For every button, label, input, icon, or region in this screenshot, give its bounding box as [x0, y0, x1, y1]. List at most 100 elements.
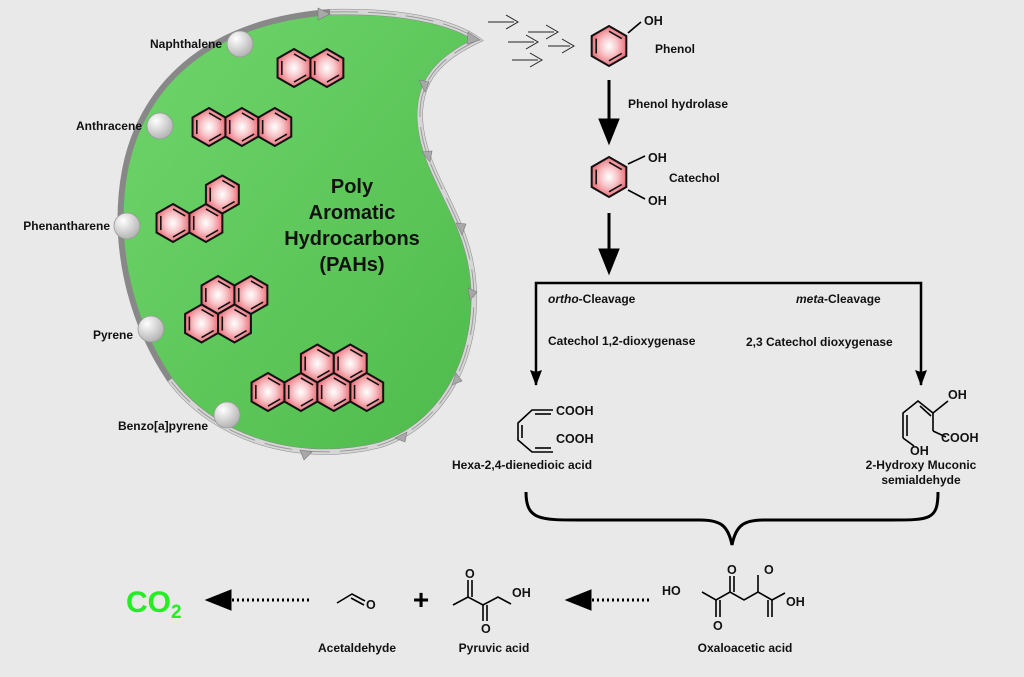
meta-cleavage-label: meta-Cleavage — [796, 292, 881, 306]
pyruvic-o-2: O — [481, 622, 491, 636]
label-benzo-a-pyrene: Benzo[a]pyrene — [118, 419, 208, 433]
knob-icon — [226, 30, 254, 58]
oxaloacetic-acid-structure — [701, 575, 786, 617]
membrane-arrow-icon — [394, 431, 408, 443]
double-bond — [205, 208, 219, 217]
oxaloacetic-o-3: O — [764, 563, 774, 577]
double-bond — [267, 398, 281, 407]
hydroxy-label-line-1: 2-Hydroxy Muconic — [866, 458, 977, 472]
double-bond — [217, 280, 231, 289]
oxaloacetic-oh: OH — [786, 595, 805, 609]
double-bond — [608, 52, 623, 62]
oxaloacetic-label: Oxaloacetic acid — [698, 641, 793, 655]
knob-icon — [146, 112, 174, 140]
double-bond — [201, 329, 215, 339]
arrow-ortho-icon — [530, 370, 542, 386]
export-arrows — [488, 14, 575, 68]
double-bond — [316, 348, 330, 358]
hexa-cooh-1: COOH — [556, 404, 594, 418]
pah-title-line-2: Aromatic — [309, 202, 396, 224]
membrane-knobs — [113, 30, 254, 429]
double-bond — [217, 301, 231, 310]
label-anthracene: Anthracene — [76, 119, 142, 133]
label-naphthalene: Naphthalene — [150, 37, 222, 51]
pyrene-molecule — [184, 274, 269, 344]
phenanthrene-molecule — [155, 174, 240, 244]
double-bond — [208, 133, 222, 142]
pah-molecules — [155, 47, 385, 413]
double-bond — [241, 112, 255, 121]
double-bond — [221, 200, 235, 210]
catechol-oh-1: OH — [648, 151, 667, 165]
double-bond — [250, 280, 264, 289]
phenol-label: Phenol — [655, 42, 695, 56]
double-bond — [349, 348, 363, 358]
hydroxy-muconic-structure — [902, 399, 949, 447]
knob-icon — [137, 315, 165, 343]
cleavage-branch — [534, 281, 923, 385]
double-bond — [250, 301, 264, 310]
hydroxy-oh-bottom: OH — [910, 444, 929, 458]
knob-icon — [213, 401, 241, 429]
double-bond — [608, 30, 623, 40]
double-bond — [234, 308, 248, 318]
double-bond — [366, 377, 380, 386]
membrane-arrow-icon — [466, 31, 481, 45]
membrane-arrow-icon — [299, 449, 313, 461]
double-bond — [205, 229, 219, 238]
membrane-arrow-icon — [467, 287, 478, 301]
label-pyrene: Pyrene — [93, 328, 133, 342]
double-bond — [333, 398, 347, 407]
acetaldehyde-label: Acetaldehyde — [318, 641, 396, 655]
naphthalene-molecule — [276, 47, 345, 89]
double-bond — [172, 208, 186, 217]
arrow-meta-icon — [915, 370, 927, 386]
double-bond — [234, 329, 248, 339]
catechol-oh-2: OH — [648, 194, 667, 208]
benzo-a-pyrene-molecule — [250, 343, 385, 413]
phenol-molecule — [590, 24, 628, 68]
double-bond — [293, 53, 307, 62]
phenol-hydrolase-label: Phenol hydrolase — [628, 97, 728, 111]
double-bond — [608, 183, 623, 193]
acetaldehyde-o: O — [366, 598, 376, 612]
pah-title-line-1: Poly — [331, 176, 374, 198]
anthracene-molecule — [191, 106, 293, 148]
catechol-label: Catechol — [669, 171, 720, 185]
ortho-enzyme-label: Catechol 1,2-dioxygenase — [548, 334, 696, 348]
hexa-cooh-2: COOH — [556, 432, 594, 446]
catechol-molecule — [590, 155, 628, 199]
pyruvic-oh: OH — [512, 586, 531, 600]
pah-title-line-3: Hydrocarbons — [284, 228, 420, 250]
label-phenantharene: Phenantharene — [23, 219, 110, 233]
double-bond — [326, 74, 340, 83]
pyruvic-acid-structure — [452, 580, 512, 621]
oxaloacetic-o-1: O — [727, 563, 737, 577]
double-bond — [274, 112, 288, 121]
co2-label: CO2 — [126, 586, 182, 623]
phenol-oh: OH — [644, 14, 663, 28]
double-bond — [300, 398, 314, 407]
membrane-arrow-icon — [455, 222, 467, 236]
double-bond — [267, 377, 281, 386]
double-bond — [326, 53, 340, 62]
pyruvic-o-1: O — [465, 567, 475, 581]
plus-sign: + — [413, 584, 429, 615]
double-bond — [608, 161, 623, 171]
membrane-arrow-icon — [451, 372, 463, 386]
double-bond — [333, 377, 347, 386]
double-bond — [208, 112, 222, 121]
double-bond — [201, 308, 215, 318]
hydroxy-label-line-2: semialdehyde — [881, 473, 961, 487]
merge-brace — [524, 491, 940, 546]
hexa-label: Hexa-2,4-dienedioic acid — [452, 458, 592, 472]
double-bond — [366, 398, 380, 407]
hexadienedioic-acid-structure — [517, 409, 553, 453]
oxaloacetic-ho: HO — [662, 584, 681, 598]
double-bond — [221, 179, 235, 189]
double-bond — [172, 229, 186, 238]
membrane-arrow-icon — [317, 7, 331, 21]
double-bond — [349, 369, 363, 379]
double-bond — [241, 133, 255, 142]
